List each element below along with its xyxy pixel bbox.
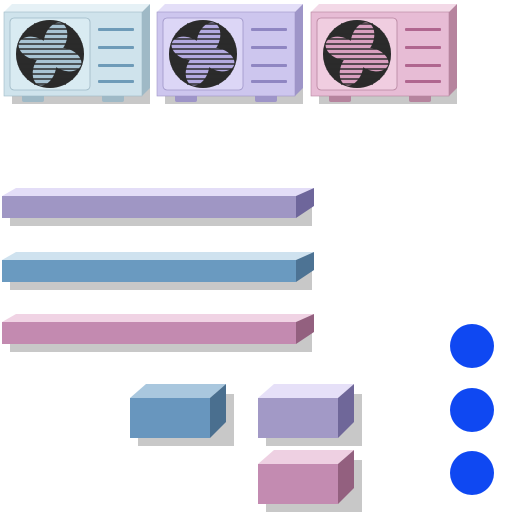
dot-3 xyxy=(450,451,494,495)
vent-line xyxy=(405,28,441,31)
vent-line xyxy=(98,28,134,31)
dot-2 xyxy=(450,388,494,432)
box-side-face xyxy=(210,384,226,438)
vent-line xyxy=(405,80,441,83)
box-top-face xyxy=(258,384,354,398)
vent-line xyxy=(251,28,287,31)
ac-top-face xyxy=(311,4,457,12)
bar-side-face xyxy=(296,188,314,218)
box-front-face xyxy=(258,464,338,504)
ac-unit-pink xyxy=(310,4,457,104)
box-top-face xyxy=(130,384,226,398)
box-pink xyxy=(258,450,362,512)
dots-column xyxy=(450,324,494,495)
bar-top-face xyxy=(2,314,314,322)
vent-line xyxy=(405,46,441,49)
vent-line xyxy=(98,64,134,67)
bar-pink xyxy=(2,314,314,352)
bar-purple xyxy=(2,188,314,226)
dot-1 xyxy=(450,324,494,368)
boxes-group xyxy=(130,384,362,512)
ac-unit-blue xyxy=(3,4,150,104)
vent-line xyxy=(98,80,134,83)
bar-front-face xyxy=(2,196,296,218)
bar-side-face xyxy=(296,314,314,344)
bars-group xyxy=(2,188,314,352)
ac-side-face xyxy=(449,4,457,96)
box-purple xyxy=(258,384,362,446)
ac-side-face xyxy=(142,4,150,96)
box-top-face xyxy=(258,450,354,464)
bar-blue xyxy=(2,252,314,290)
vent-line xyxy=(405,64,441,67)
ac-top-face xyxy=(4,4,150,12)
ac-units-row xyxy=(3,4,457,104)
vent-line xyxy=(251,64,287,67)
bar-top-face xyxy=(2,252,314,260)
vent-line xyxy=(251,46,287,49)
box-front-face xyxy=(258,398,338,438)
bar-front-face xyxy=(2,260,296,282)
bar-side-face xyxy=(296,252,314,282)
vent-line xyxy=(251,80,287,83)
box-side-face xyxy=(338,384,354,438)
ac-side-face xyxy=(295,4,303,96)
bar-top-face xyxy=(2,188,314,196)
vent-line xyxy=(98,46,134,49)
box-front-face xyxy=(130,398,210,438)
box-blue xyxy=(130,384,234,446)
bar-front-face xyxy=(2,322,296,344)
ac-unit-purple xyxy=(156,4,303,104)
ac-top-face xyxy=(157,4,303,12)
box-side-face xyxy=(338,450,354,504)
